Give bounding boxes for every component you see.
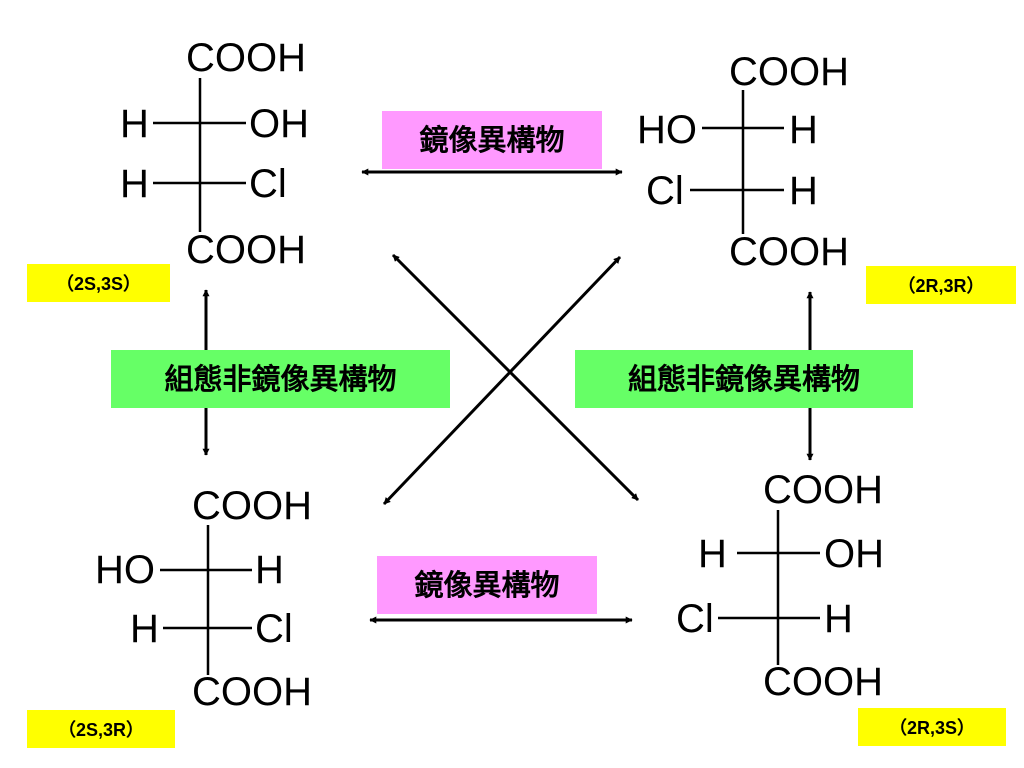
substituent-left: H	[120, 162, 149, 206]
cooh-top-group: COOH	[763, 468, 883, 512]
cooh-top-group: COOH	[186, 36, 306, 80]
substituent-right: Cl	[255, 607, 293, 651]
substituent-right: H	[824, 597, 853, 641]
cooh-bottom-group: COOH	[192, 670, 312, 714]
substituent-left: Cl	[676, 597, 714, 641]
substituent-left: H	[120, 102, 149, 146]
cooh-bottom-group: COOH	[763, 660, 883, 704]
cooh-top-group: COOH	[192, 484, 312, 528]
cooh-bottom-group: COOH	[186, 228, 306, 272]
substituent-right: H	[789, 108, 818, 152]
diastereomer-label-right: 組態非鏡像異構物	[575, 350, 913, 408]
cooh-top-group: COOH	[729, 50, 849, 94]
config-badge-2r3r: （2R,3R）	[866, 266, 1016, 304]
fischer-bonds-top-right	[690, 90, 784, 234]
diastereomer-label-left: 組態非鏡像異構物	[111, 350, 450, 408]
mirror-arrow-diagonal-2	[382, 255, 622, 506]
config-badge-2r3s: （2R,3S）	[858, 708, 1006, 746]
substituent-left: H	[130, 607, 159, 651]
substituent-right: OH	[824, 532, 884, 576]
substituent-right: Cl	[249, 162, 287, 206]
substituent-right: H	[255, 548, 284, 592]
fischer-bonds-bottom-left	[160, 525, 252, 675]
substituent-right: H	[789, 169, 818, 213]
substituent-left: HO	[95, 548, 155, 592]
substituent-left: H	[698, 532, 727, 576]
config-badge-2s3s: （2S,3S）	[27, 264, 170, 302]
cooh-bottom-group: COOH	[729, 230, 849, 274]
substituent-left: Cl	[646, 169, 684, 213]
enantiomer-label-bottom: 鏡像異構物	[377, 556, 597, 614]
config-badge-2s3r: （2S,3R）	[27, 710, 175, 748]
substituent-left: HO	[637, 108, 697, 152]
fischer-bonds-bottom-right	[718, 510, 820, 665]
substituent-right: OH	[249, 102, 309, 146]
fischer-bonds-top-left	[153, 78, 246, 232]
enantiomer-label-top: 鏡像異構物	[382, 111, 602, 169]
